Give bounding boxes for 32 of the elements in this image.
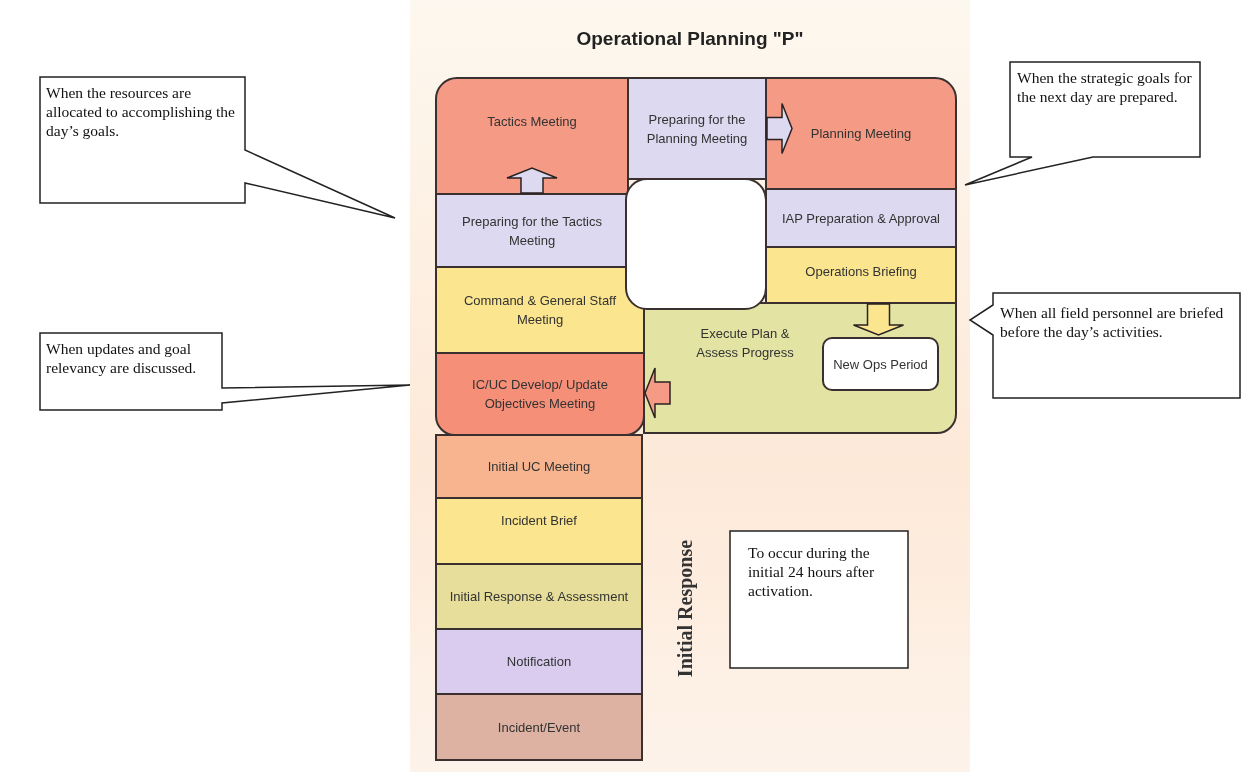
speech-bubble [970, 293, 1240, 398]
speech-bubble [40, 77, 395, 218]
diagram-title: Operational Planning "P" [575, 28, 805, 50]
process-region [643, 302, 957, 434]
process-box: New Ops Period [822, 337, 939, 391]
process-band: Initial UC Meeting [435, 434, 643, 499]
callout-text: When all field personnel are briefed before the day’s activities. [1000, 303, 1225, 341]
process-band: Planning Meeting [765, 77, 957, 190]
process-band: Preparing for the Planning Meeting [627, 77, 767, 180]
callout-text: When the resources are allocated to accomplishing the day’s goals. [46, 83, 236, 140]
speech-bubble [40, 333, 410, 410]
callout-text: To occur during the initial 24 hours after activation. [748, 543, 876, 600]
process-band: Incident Brief [435, 497, 643, 565]
process-band: Notification [435, 628, 643, 695]
band-label: Execute Plan & Assess Progress [695, 325, 795, 362]
block-arrow [506, 167, 558, 194]
process-band: Command & General Staff Meeting [435, 266, 645, 354]
process-band: Tactics Meeting [435, 77, 629, 195]
callout-text: When the strategic goals for the next day are prepared. [1017, 68, 1193, 106]
process-band: IC/UC Develop/ Update Objectives Meeting [435, 352, 645, 436]
process-band: Operations Briefing [765, 246, 957, 304]
process-band: IAP Preparation & Approval [765, 188, 957, 248]
block-arrow [852, 303, 905, 336]
side-label: Initial Response [673, 538, 697, 680]
process-band: Incident/Event [435, 693, 643, 761]
process-band: Initial Response & Assessment [435, 563, 643, 630]
note-box [730, 531, 908, 668]
callout-text: When updates and goal relevancy are discussed. [46, 339, 198, 377]
speech-bubble [965, 62, 1200, 185]
blank-rounded-box [625, 178, 767, 310]
block-arrow [644, 367, 671, 419]
block-arrow [766, 102, 793, 155]
